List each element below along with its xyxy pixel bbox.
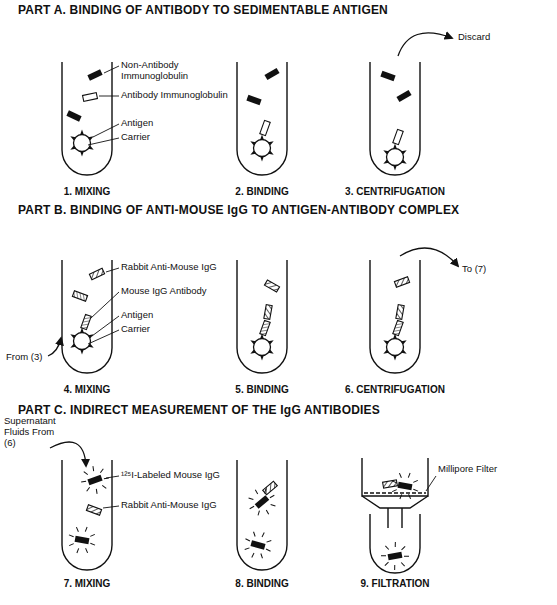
part-label: Carrier bbox=[121, 324, 150, 335]
non-antibody-ig bbox=[87, 69, 102, 80]
rabbit-anti-mouse-igg bbox=[396, 305, 404, 320]
step-label: 8. BINDING bbox=[197, 578, 327, 590]
step-label: 6. CENTRIFUGATION bbox=[330, 384, 460, 396]
part-label: Millipore Filter bbox=[438, 464, 500, 475]
test-tube bbox=[370, 514, 420, 573]
leader-line bbox=[106, 476, 119, 478]
leader-lines bbox=[88, 66, 436, 508]
labeled-mouse-igg bbox=[241, 528, 275, 562]
part-label: Mouse IgG Antibody bbox=[121, 286, 207, 297]
transfer-arrow bbox=[50, 442, 86, 466]
leader-line bbox=[426, 476, 436, 491]
part-label: ¹²⁵I-Labeled Mouse IgG bbox=[121, 470, 220, 481]
test-tube bbox=[370, 260, 420, 373]
leader-line bbox=[103, 506, 119, 508]
step-label: 9. FILTRATION bbox=[330, 578, 460, 590]
non-antibody-ig bbox=[380, 71, 395, 81]
part-label: Antigen bbox=[121, 118, 153, 129]
step-label: 7. MIXING bbox=[22, 578, 152, 590]
part-label: Non-Antibody Immunoglobulin bbox=[121, 60, 201, 82]
mouse-igg-antibody bbox=[260, 320, 270, 335]
leader-line bbox=[92, 316, 119, 336]
labeled-mouse-igg bbox=[243, 483, 282, 522]
part-heading: PART B. BINDING OF ANTI-MOUSE IgG TO ANT… bbox=[18, 204, 488, 218]
arrow-note: Discard bbox=[458, 32, 490, 43]
test-tube bbox=[62, 460, 112, 570]
rabbit-anti-mouse-igg bbox=[264, 280, 279, 292]
labeled-mouse-igg bbox=[77, 462, 112, 497]
rabbit-anti-mouse-igg bbox=[86, 505, 101, 515]
antibody-ig bbox=[393, 129, 403, 144]
funnel-base bbox=[362, 496, 428, 508]
antigen-carrier bbox=[70, 130, 93, 157]
transfer-arrow bbox=[400, 248, 458, 266]
labeled-mouse-igg bbox=[66, 524, 98, 556]
part-label: Rabbit Anti-Mouse IgG bbox=[121, 500, 217, 511]
funnel-stem bbox=[388, 508, 402, 528]
non-antibody-ig bbox=[66, 110, 81, 121]
mouse-igg-antibody bbox=[81, 314, 91, 329]
leader-line bbox=[99, 96, 119, 97]
labeled-mouse-igg bbox=[389, 470, 421, 502]
test-tube bbox=[237, 260, 287, 373]
rabbit-anti-mouse-igg bbox=[89, 268, 104, 279]
arrow-note: Supernatant Fluids From (6) bbox=[4, 416, 60, 449]
millipore-funnel bbox=[362, 458, 428, 528]
leader-line bbox=[93, 124, 119, 137]
rabbit-anti-mouse-igg bbox=[394, 277, 409, 287]
step-label: 3. CENTRIFUGATION bbox=[330, 186, 460, 198]
rabbit-anti-mouse-igg bbox=[383, 480, 398, 488]
leader-line bbox=[88, 330, 119, 344]
antigen-carrier bbox=[250, 135, 273, 162]
part-label: Antigen bbox=[121, 310, 153, 321]
step-label: 4. MIXING bbox=[22, 384, 152, 396]
leader-line bbox=[91, 292, 119, 318]
non-antibody-ig bbox=[246, 95, 261, 105]
part-heading: PART A. BINDING OF ANTIBODY TO SEDIMENTA… bbox=[18, 4, 548, 18]
antibody-ig bbox=[260, 120, 270, 135]
test-tube bbox=[237, 62, 287, 175]
step-label: 2. BINDING bbox=[197, 186, 327, 198]
part-label: Carrier bbox=[121, 132, 150, 143]
part-heading: PART C. INDIRECT MEASUREMENT OF THE IgG … bbox=[18, 404, 548, 418]
arrow-note: To (7) bbox=[462, 264, 486, 275]
antigen-carrier bbox=[383, 144, 406, 171]
leader-line bbox=[104, 66, 119, 73]
leader-line bbox=[106, 268, 119, 272]
step-label: 1. MIXING bbox=[22, 186, 152, 198]
discard-arrow bbox=[398, 33, 452, 56]
non-antibody-ig bbox=[264, 68, 279, 80]
mouse-igg bbox=[72, 291, 87, 301]
labeled-mouse-igg bbox=[379, 540, 411, 572]
part-label: Antibody Immunoglobulin bbox=[121, 90, 239, 101]
part-label: Rabbit Anti-Mouse IgG bbox=[121, 262, 217, 273]
test-tube bbox=[62, 260, 112, 373]
antibody-ig bbox=[83, 93, 98, 102]
test-tube bbox=[62, 62, 112, 175]
step-label: 5. BINDING bbox=[197, 384, 327, 396]
test-tube bbox=[370, 62, 420, 175]
non-antibody-ig bbox=[396, 90, 411, 102]
antigen-carrier bbox=[70, 328, 93, 355]
antigen-carrier bbox=[383, 334, 406, 361]
rabbit-anti-mouse-igg bbox=[264, 305, 272, 320]
antigen-carrier bbox=[250, 334, 273, 361]
transfer-arrow bbox=[48, 338, 61, 356]
filter-membrane bbox=[364, 492, 426, 493]
leader-line bbox=[88, 138, 119, 145]
arrow-note: From (3) bbox=[6, 352, 42, 363]
test-tube bbox=[237, 460, 287, 570]
mouse-igg-antibody bbox=[393, 320, 403, 335]
